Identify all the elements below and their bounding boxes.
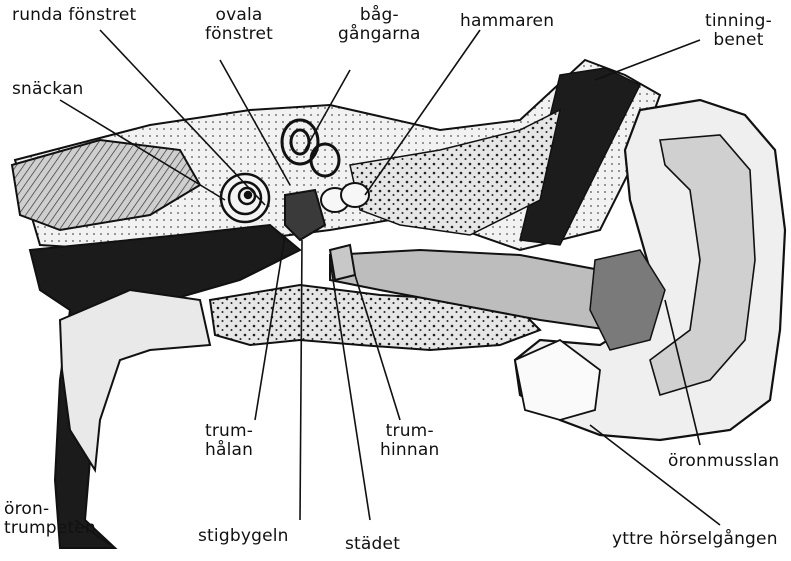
label-trumhinnan: trum- hinnan [380, 422, 439, 460]
label-orontrumpeten-line1: öron- [4, 500, 96, 519]
label-snackan: snäckan [12, 80, 84, 99]
label-trumhinnan-line2: hinnan [380, 441, 439, 460]
label-trumhalan-line2: hålan [205, 441, 253, 460]
eustachian-tube-wall [60, 290, 210, 470]
label-bag-line1: båg- [338, 6, 421, 25]
label-oronmusslan: öronmusslan [668, 452, 779, 471]
label-orontrumpeten: öron- trumpeten [4, 500, 96, 538]
label-ovala-fonstret: ovala fönstret [205, 6, 273, 44]
label-baggangarna: båg- gångarna [338, 6, 421, 44]
label-stigbygeln: stigbygeln [198, 527, 289, 546]
label-stadet: städet [345, 535, 400, 554]
label-yttre-horselgangen: yttre hörselgången [612, 530, 778, 549]
label-trumhalan: trum- hålan [205, 422, 253, 460]
label-runda-fonstret: runda fönstret [12, 6, 136, 25]
label-ovala-line1: ovala [205, 6, 273, 25]
label-trumhalan-line1: trum- [205, 422, 253, 441]
label-trumhinnan-line1: trum- [380, 422, 439, 441]
cochlea [221, 174, 269, 222]
label-tinning-line1: tinning- [705, 12, 772, 31]
label-ovala-line2: fönstret [205, 25, 273, 44]
label-bag-line2: gångarna [338, 25, 421, 44]
label-tinningbenet: tinning- benet [705, 12, 772, 50]
label-orontrumpeten-line2: trumpeten [4, 519, 96, 538]
label-tinning-line2: benet [705, 31, 772, 50]
label-hammaren: hammaren [460, 12, 554, 31]
